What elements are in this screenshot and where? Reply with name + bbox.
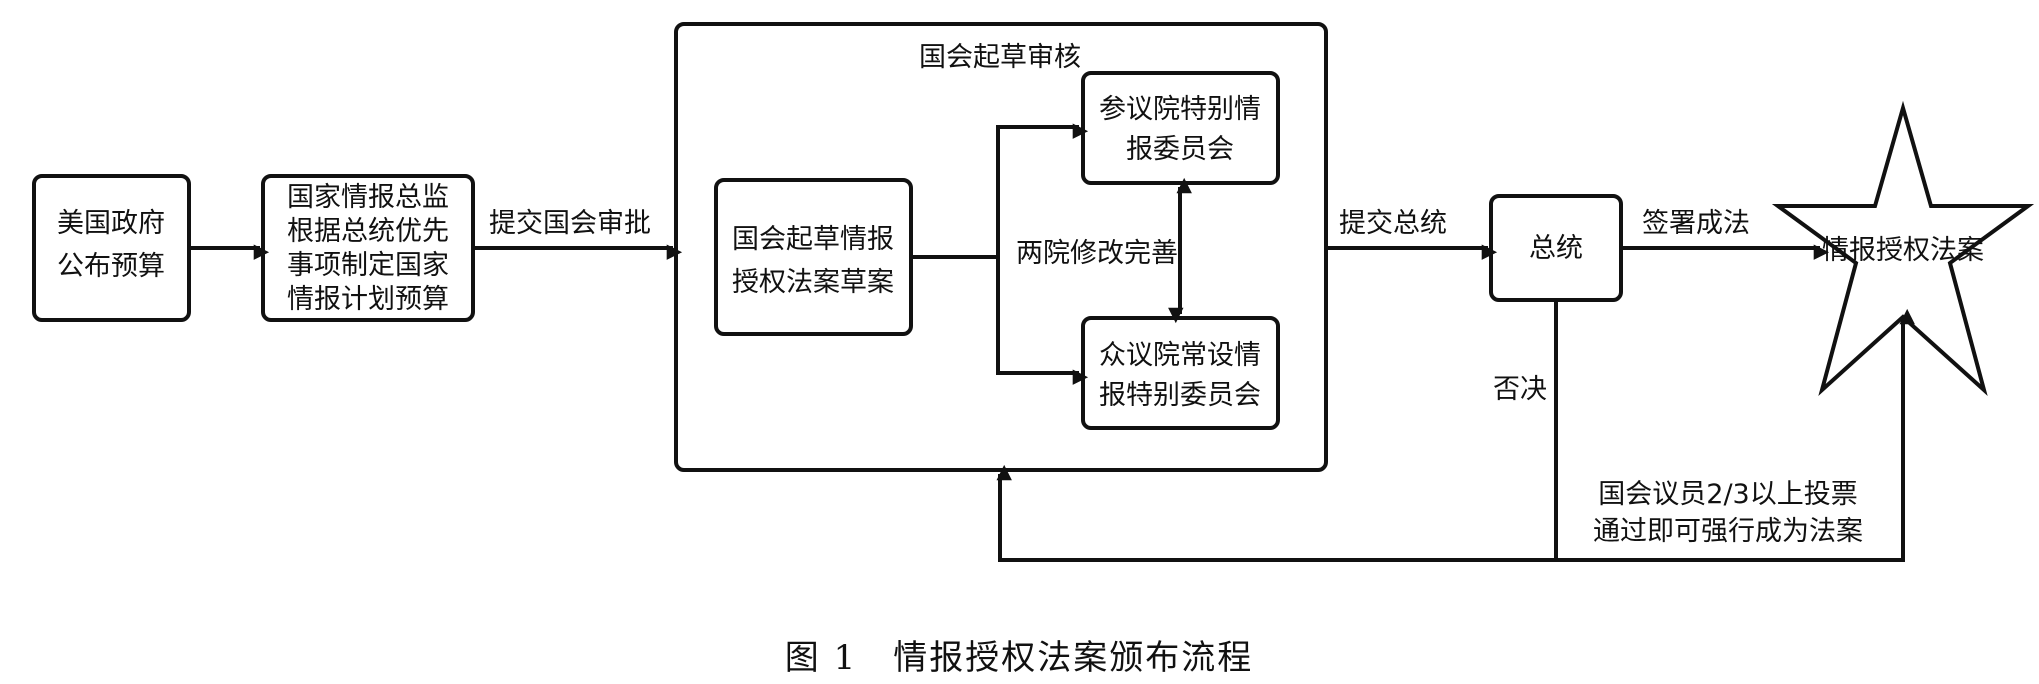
node-house-line1: 众议院常设情 [1099,340,1261,371]
edge-veto-to-congress [996,300,1558,562]
node-house-committee: 众议院常设情 报特别委员会 [1081,316,1280,430]
node-dni-line1: 国家情报总监 [287,182,449,213]
label-override-line1: 国会议员2/3以上投票 [1598,479,1857,510]
figure-caption: 图 1 情报授权法案颁布流程 [785,638,1253,678]
group-congress-review-title: 国会起草审核 [919,42,1081,73]
node-senate-committee: 参议院特别情 报委员会 [1081,71,1280,185]
label-sign: 签署成法 [1642,208,1750,239]
node-dni-line2: 根据总统优先 [287,216,449,247]
label-override-line2: 通过即可强行成为法案 [1593,516,1863,547]
node-president-label: 总统 [1529,233,1583,264]
node-intelligence-act-label: 情报授权法案 [1822,235,1984,266]
node-draft: 国会起草情报 授权法案草案 [714,178,913,336]
edge-to-house [996,257,1089,385]
node-senate-line1: 参议院特别情 [1099,94,1261,125]
label-submit-president: 提交总统 [1339,208,1447,239]
node-dni-line4: 情报计划预算 [287,284,449,315]
label-veto: 否决 [1493,374,1547,405]
node-draft-line1: 国会起草情报 [732,224,894,255]
node-dni-line3: 事项制定国家 [287,250,449,281]
node-president: 总统 [1489,194,1623,302]
label-submit-congress: 提交国会审批 [489,208,651,239]
node-us-budget-line2: 公布预算 [57,251,165,282]
label-both-houses: 两院修改完善 [1016,238,1178,269]
edge-override-to-act [1556,308,1915,562]
node-house-line2: 报特别委员会 [1099,380,1261,411]
node-us-budget: 美国政府 公布预算 [32,174,191,322]
node-us-budget-line1: 美国政府 [57,208,165,239]
node-senate-line2: 报委员会 [1126,134,1234,165]
node-draft-line2: 授权法案草案 [732,267,894,298]
edge-to-senate [996,123,1089,257]
node-dni: 国家情报总监 根据总统优先 事项制定国家 情报计划预算 [261,174,475,322]
